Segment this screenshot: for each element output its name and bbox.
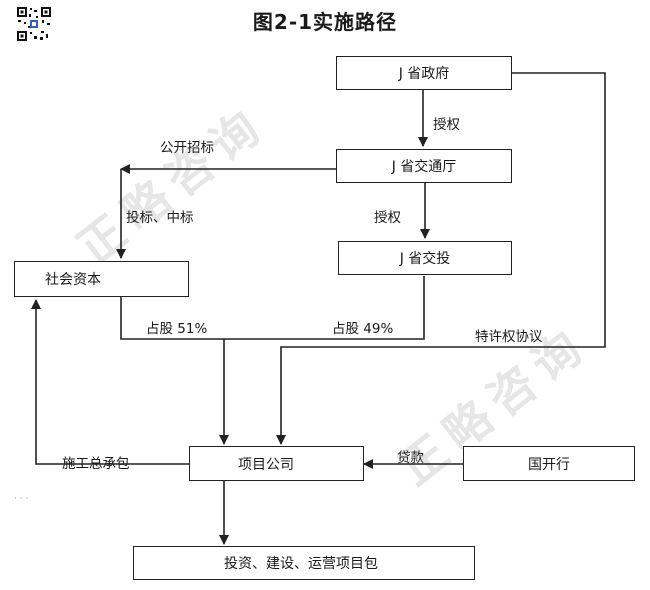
- label-authorize-gov: 授权: [433, 117, 460, 133]
- label-franchise-agreement: 特许权协议: [475, 329, 543, 345]
- edge-epc: [31, 299, 189, 465]
- node-transport-investment: J 省交投: [338, 241, 512, 275]
- node-provincial-government: J 省政府: [336, 56, 512, 90]
- label-share-51: 占股 51%: [146, 321, 208, 337]
- node-social-capital: 社会资本: [14, 261, 189, 297]
- node-cdb-bank: 国开行: [463, 446, 635, 481]
- node-project-company: 项目公司: [189, 446, 364, 481]
- page-title: 图2-1实施路径: [252, 10, 398, 34]
- label-loan: 贷款: [397, 450, 424, 466]
- qr-code-icon: [16, 6, 52, 42]
- label-share-49: 占股 49%: [332, 321, 394, 337]
- label-public-tender: 公开招标: [160, 140, 214, 156]
- label-epc-contract: 施工总承包: [62, 456, 130, 472]
- edge-share-49: [224, 276, 425, 340]
- node-transport-department: J 省交通厅: [336, 149, 512, 183]
- label-authorize-dept: 授权: [374, 210, 401, 226]
- node-project-package: 投资、建设、运营项目包: [133, 546, 475, 580]
- edge-share-51: [120, 297, 224, 340]
- footer-mark: · · ·: [14, 494, 29, 504]
- edge-franchise: [276, 72, 606, 445]
- label-bid-win: 投标、中标: [126, 210, 194, 226]
